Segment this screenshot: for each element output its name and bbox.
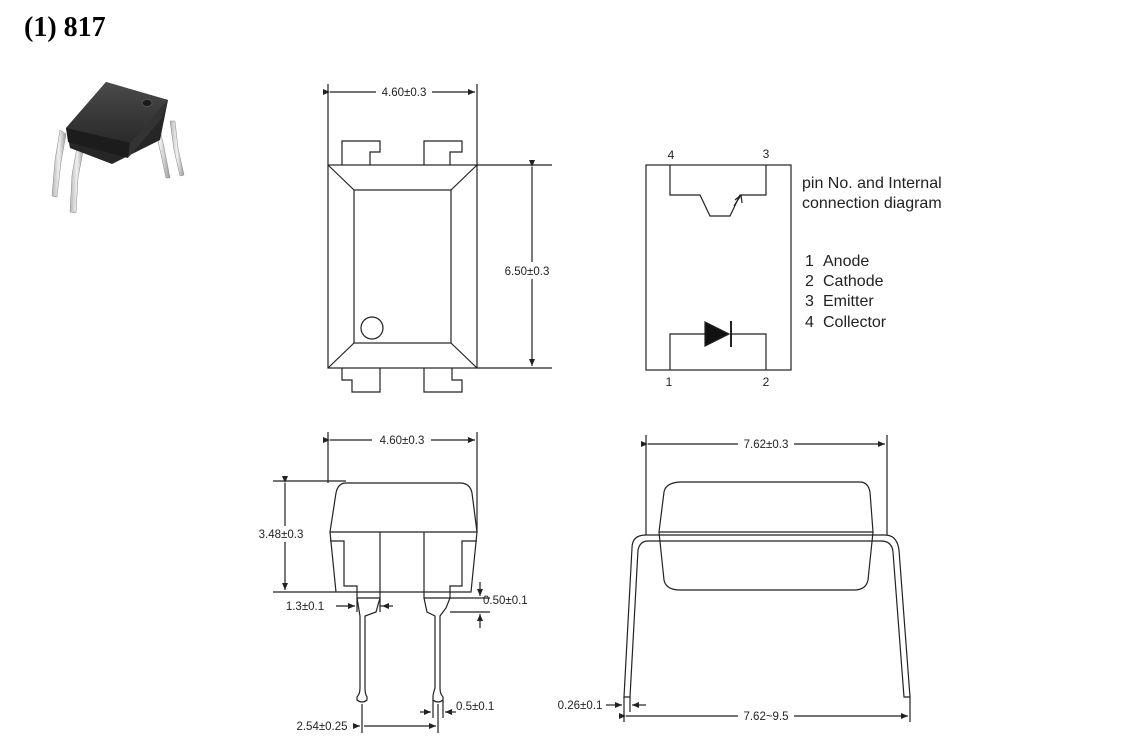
pin-caption-line2: connection diagram <box>802 195 942 212</box>
top-view-inner <box>353 189 452 344</box>
component-photo <box>51 82 185 214</box>
side-view-lead <box>623 534 911 698</box>
phototransistor-symbol <box>669 165 767 217</box>
top-width-label: 4.60±0.3 <box>382 87 427 99</box>
front-height-label: 3.48±0.3 <box>259 529 304 541</box>
top-view <box>323 84 552 393</box>
side-view-body <box>658 531 874 591</box>
pin-list-num: 1 <box>805 253 814 270</box>
side-width-label: 7.62±0.3 <box>744 439 789 451</box>
lead-tab <box>341 368 381 393</box>
cathode-lead <box>731 333 767 370</box>
pin-diagram <box>645 164 792 371</box>
lead-tip-label: 0.5±0.1 <box>456 701 494 713</box>
front-view <box>273 432 490 733</box>
front-width-label: 4.60±0.3 <box>380 435 425 447</box>
pin-list-name: Collector <box>823 314 887 331</box>
lead-tab <box>341 140 381 165</box>
pin-list-name: Cathode <box>823 273 884 290</box>
lead-width-label: 1.3±0.1 <box>286 601 324 613</box>
standoff-label: 0.50±0.1 <box>483 595 528 607</box>
pin-number-4: 4 <box>668 148 675 162</box>
pin-number-1: 1 <box>666 375 673 389</box>
emitter-arrow <box>733 194 742 207</box>
pin-list-name: Anode <box>823 253 869 270</box>
thickness-label: 0.26±0.1 <box>558 700 603 712</box>
pin-number-3: 3 <box>763 147 770 161</box>
pin-list-name: Emitter <box>823 293 874 310</box>
front-view-body <box>329 531 478 593</box>
led-diode-icon <box>704 321 731 347</box>
front-view-cap <box>329 482 478 533</box>
span-label: 7.62~9.5 <box>743 711 788 723</box>
pin-list-num: 3 <box>805 293 814 310</box>
lead-tab <box>423 140 463 165</box>
pin-list-num: 4 <box>805 314 814 331</box>
pin-number-2: 2 <box>763 375 770 389</box>
side-view-cap <box>658 481 874 533</box>
lead-tab <box>423 368 463 393</box>
pin-list-num: 2 <box>805 273 814 290</box>
pin-diagram-body <box>645 164 792 371</box>
top-view-body <box>327 164 478 369</box>
side-view <box>606 435 911 722</box>
pin1-marker <box>360 316 384 340</box>
anode-lead <box>669 333 705 370</box>
pin-caption-line1: pin No. and Internal <box>802 175 942 192</box>
page-title: (1) 817 <box>24 12 106 43</box>
pitch-label: 2.54±0.25 <box>296 721 347 733</box>
top-height-label: 6.50±0.3 <box>505 266 550 278</box>
